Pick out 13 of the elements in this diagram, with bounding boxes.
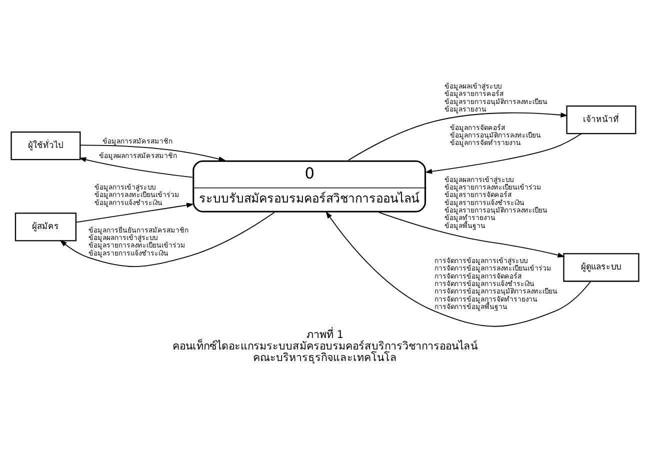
node-box: ผู้ใช้ทั่วไป [10, 131, 81, 160]
caption: ภาพที่ 1 คอนเท็กซ์ไดอะแกรมระบบสมัครอบรมคอร์สบริการวิชาการออนไลน์ คณะบริหารธุรกิจและเทคโนโล [172, 328, 478, 364]
arrow [378, 212, 565, 258]
arrow [326, 211, 592, 327]
arrow [76, 202, 194, 223]
arrow [80, 144, 226, 162]
arrow [60, 212, 275, 267]
node-box: ผู้ดูแลระบบ [563, 253, 640, 282]
arrow [78, 157, 193, 178]
node-box: ผู้สมัคร [14, 212, 76, 242]
arrow [424, 133, 582, 174]
arrow [348, 112, 568, 161]
node-box: เจ้าหน้าที่ [566, 105, 636, 134]
